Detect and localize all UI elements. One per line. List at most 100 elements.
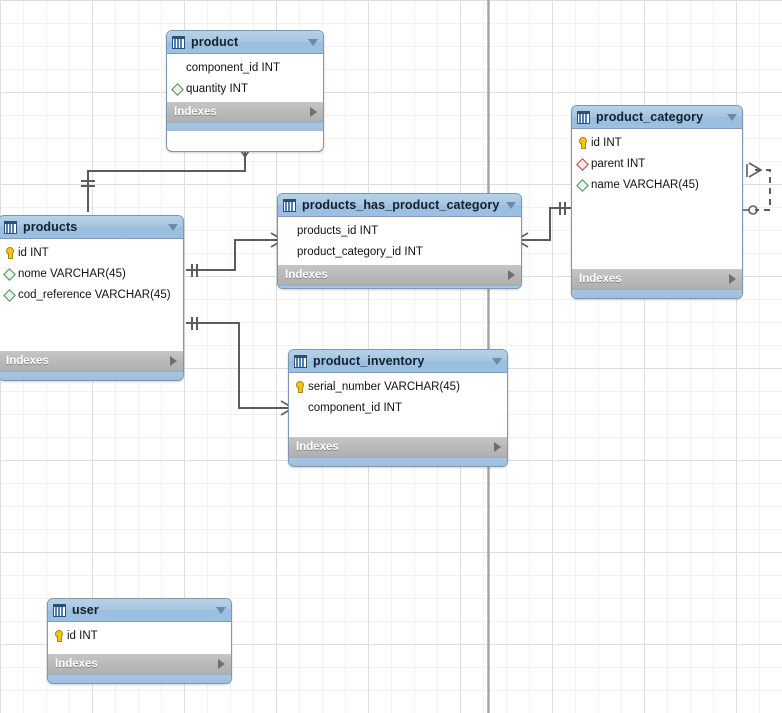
connector-product-products[interactable] [81,144,253,212]
chevron-down-icon[interactable] [727,113,737,121]
column-list: component_id INT quantity INT [167,54,323,101]
primary-key-icon [294,380,305,393]
column-label: cod_reference VARCHAR(45) [18,288,171,301]
table-header-products[interactable]: products [0,216,183,239]
column-label: component_id INT [308,401,402,414]
table-header-product-category[interactable]: product_category [572,106,742,129]
table-header-product-inventory[interactable]: product_inventory [289,350,507,373]
red-diamond-column-icon [577,158,588,169]
table-name: products_has_product_category [302,198,500,212]
indexes-label: Indexes [296,441,339,453]
connector-products-junction[interactable] [186,232,286,277]
column-list: id INT [48,622,231,648]
table-icon [4,220,17,234]
column-list: serial_number VARCHAR(45) component_id I… [289,373,507,420]
indexes-bar[interactable]: Indexes [278,264,521,285]
column-row[interactable]: product_category_id INT [278,241,521,262]
table-header-product[interactable]: product [167,31,323,54]
table-products-has-product-category[interactable]: products_has_product_category products_i… [277,193,522,289]
column-row[interactable]: serial_number VARCHAR(45) [289,376,507,397]
column-row[interactable]: id INT [0,242,183,263]
column-row[interactable]: parent INT [572,153,742,174]
column-label: id INT [18,246,49,259]
column-label: id INT [591,136,622,149]
chevron-right-icon[interactable] [729,274,736,284]
column-row[interactable]: component_id INT [289,397,507,418]
table-name: product [191,35,239,49]
column-row[interactable]: quantity INT [167,78,323,99]
table-name: user [72,603,99,617]
column-row[interactable]: component_id INT [167,57,323,78]
chevron-right-icon[interactable] [218,659,225,669]
indexes-label: Indexes [285,269,328,281]
no-key-icon [283,224,294,237]
table-header-user[interactable]: user [48,599,231,622]
table-icon [294,354,307,368]
indexes-bar[interactable]: Indexes [572,268,742,289]
connector-junction-category[interactable] [513,202,571,248]
indexes-label: Indexes [6,355,49,367]
table-name: product_category [596,110,704,124]
chevron-right-icon[interactable] [494,442,501,452]
indexes-bar[interactable]: Indexes [48,653,231,674]
chevron-right-icon[interactable] [170,356,177,366]
chevron-down-icon[interactable] [216,606,226,614]
table-footer [167,122,323,131]
table-icon [283,198,296,212]
column-row[interactable]: products_id INT [278,220,521,241]
chevron-right-icon[interactable] [508,270,515,280]
column-row[interactable]: name VARCHAR(45) [572,174,742,195]
table-icon [172,35,185,49]
green-diamond-column-icon [577,179,588,190]
table-icon [577,110,590,124]
primary-key-icon [4,246,15,259]
table-footer [48,674,231,683]
column-list: id INT nome VARCHAR(45) cod_reference VA… [0,239,183,307]
table-products[interactable]: products id INT nome VARCHAR(45) cod_ref… [0,215,184,381]
column-label: component_id INT [186,61,280,74]
table-product-inventory[interactable]: product_inventory serial_number VARCHAR(… [288,349,508,467]
column-list: id INT parent INT name VARCHAR(45) [572,129,742,197]
table-user[interactable]: user id INT Indexes [47,598,232,684]
table-icon [53,603,66,617]
column-label: id INT [67,629,98,642]
column-label: serial_number VARCHAR(45) [308,380,460,393]
column-label: parent INT [591,157,646,170]
column-label: quantity INT [186,82,248,95]
chevron-down-icon[interactable] [168,223,178,231]
chevron-down-icon[interactable] [308,38,318,46]
indexes-bar[interactable]: Indexes [289,436,507,457]
connector-category-self[interactable] [743,162,771,215]
primary-key-icon [53,629,64,642]
green-diamond-column-icon [4,268,15,279]
green-diamond-column-icon [4,289,15,300]
column-label: name VARCHAR(45) [591,178,699,191]
table-header-products-has-product-category[interactable]: products_has_product_category [278,194,521,217]
no-key-icon [294,401,305,414]
table-product-category[interactable]: product_category id INT parent INT name … [571,105,743,299]
table-product[interactable]: product component_id INT quantity INT In… [166,30,324,152]
table-footer [289,457,507,466]
no-key-icon [283,245,294,258]
table-name: products [23,220,78,234]
connector-products-inventory[interactable] [186,317,296,416]
column-label: product_category_id INT [297,245,423,258]
chevron-down-icon[interactable] [492,357,502,365]
indexes-bar[interactable]: Indexes [167,101,323,122]
table-footer [0,371,183,380]
column-row[interactable]: id INT [48,625,231,646]
green-diamond-column-icon [172,83,183,94]
chevron-down-icon[interactable] [506,201,516,209]
table-footer [572,289,742,298]
column-row[interactable]: id INT [572,132,742,153]
indexes-label: Indexes [579,273,622,285]
column-row[interactable]: cod_reference VARCHAR(45) [0,284,183,305]
indexes-bar[interactable]: Indexes [0,350,183,371]
table-footer [278,285,521,288]
primary-key-icon [577,136,588,149]
column-label: nome VARCHAR(45) [18,267,126,280]
column-label: products_id INT [297,224,379,237]
column-row[interactable]: nome VARCHAR(45) [0,263,183,284]
chevron-right-icon[interactable] [310,107,317,117]
column-list: products_id INT product_category_id INT [278,217,521,264]
